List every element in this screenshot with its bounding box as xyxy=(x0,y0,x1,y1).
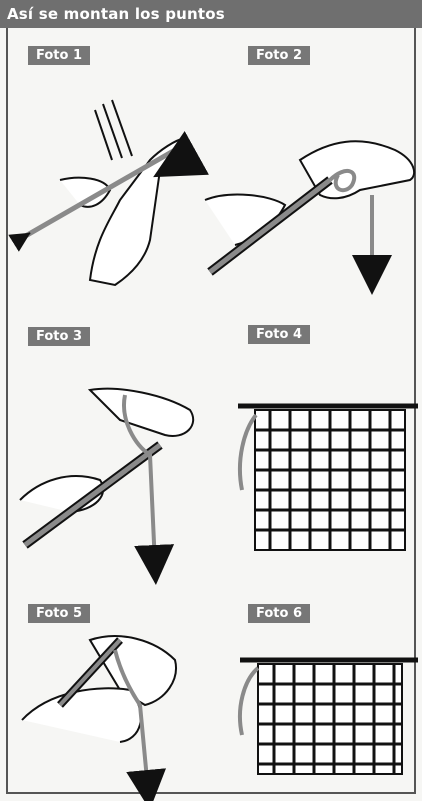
foto2-illustration xyxy=(205,141,414,275)
foto6-swatch-icon xyxy=(240,660,418,774)
foto5-illustration xyxy=(22,636,176,790)
foto4-swatch-icon xyxy=(238,406,418,550)
foto3-hand-icon xyxy=(90,389,193,436)
foto1-hand-icon xyxy=(90,138,185,285)
foto1-illustration xyxy=(22,100,185,285)
foto3-illustration xyxy=(20,389,193,565)
